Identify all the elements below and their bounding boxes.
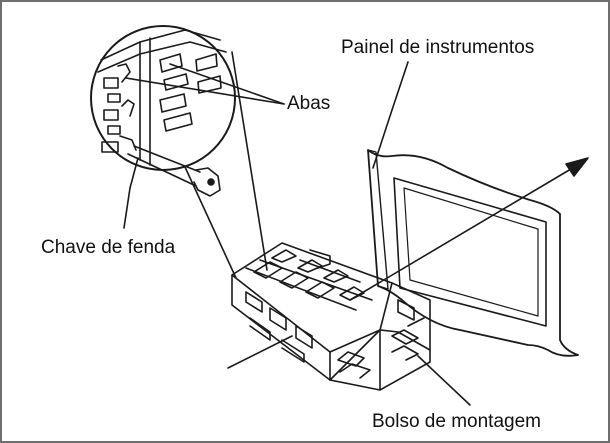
detail-sleeve-wall xyxy=(97,29,227,166)
tabs-label: Abas xyxy=(287,93,331,114)
tabs-leader-lines xyxy=(125,63,285,105)
mounting-sleeve-shape xyxy=(231,242,431,391)
screwdriver-shape xyxy=(119,135,221,197)
mounting-sleeve-label: Bolso de montagem xyxy=(372,411,541,432)
screwdriver-label: Chave de fenda xyxy=(41,237,176,258)
magnifier-circle xyxy=(90,25,236,171)
dashboard-leader-line xyxy=(372,61,409,169)
insertion-arrow xyxy=(349,157,589,301)
sleeve-leader-line xyxy=(417,355,471,406)
magnifier-connector-lines xyxy=(184,51,268,279)
dashboard-panel-label: Painel de instrumentos xyxy=(341,37,535,58)
sleeve-side-leader-line xyxy=(227,335,293,369)
screwdriver-leader-line xyxy=(123,157,139,229)
dashboard-panel-shape xyxy=(367,149,579,357)
